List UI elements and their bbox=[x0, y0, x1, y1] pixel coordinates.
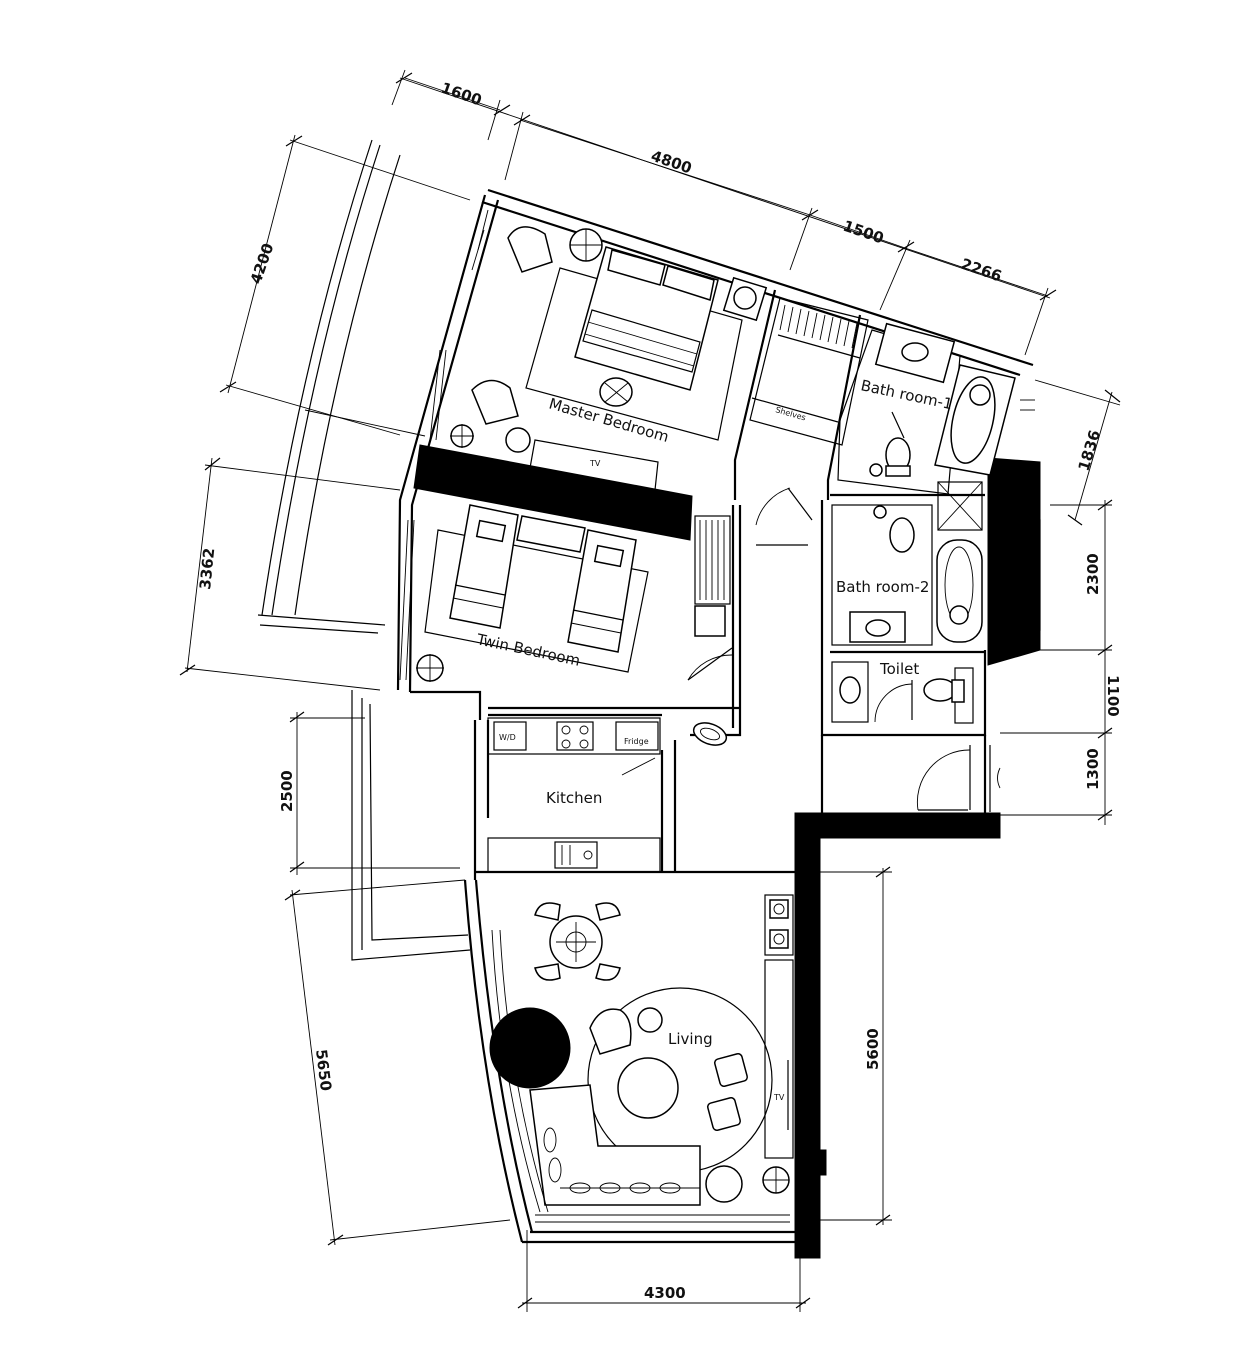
dim-right-1300: 1300 bbox=[1084, 748, 1102, 790]
dim-top-1500: 1500 bbox=[841, 217, 886, 248]
dim-top-1600: 1600 bbox=[439, 79, 484, 110]
kitchen-label: Kitchen bbox=[546, 789, 602, 807]
shelves-label: Shelves bbox=[774, 405, 806, 422]
dim-bottom-4300: 4300 bbox=[644, 1284, 686, 1302]
living-label: Living bbox=[668, 1030, 713, 1048]
living-room: TV Living bbox=[489, 870, 819, 1223]
master-bedroom: TV Master Bedroom Shelves bbox=[429, 209, 869, 491]
bathroom-1: Bath room-1 bbox=[837, 322, 1035, 495]
wd-label: W/D bbox=[499, 733, 516, 742]
living-tv-label: TV bbox=[773, 1093, 785, 1102]
dim-left-2500: 2500 bbox=[278, 770, 296, 812]
dim-left-4200: 4200 bbox=[247, 241, 278, 286]
dim-right-5600: 5600 bbox=[864, 1028, 882, 1070]
fridge-label: Fridge bbox=[624, 737, 649, 746]
toilet-room: Toilet bbox=[831, 660, 974, 724]
twin-bedroom-label: Twin Bedroom bbox=[474, 630, 582, 670]
bathroom-2: Bath room-2 bbox=[755, 481, 983, 646]
dim-top-2266: 2266 bbox=[959, 255, 1004, 286]
master-tv-label: TV bbox=[589, 459, 601, 468]
dim-right-2300: 2300 bbox=[1084, 553, 1102, 595]
kitchen: W/D Fridge Kitchen bbox=[487, 717, 728, 873]
dim-left-3362: 3362 bbox=[196, 547, 218, 590]
balcony-outline bbox=[257, 139, 471, 961]
dimension-lines bbox=[179, 69, 1121, 1312]
dim-top-4800: 4800 bbox=[649, 147, 694, 178]
toilet-label: Toilet bbox=[879, 660, 919, 678]
entry-doors bbox=[916, 519, 1041, 812]
solid-walls bbox=[413, 444, 1041, 1259]
dim-right-1836: 1836 bbox=[1075, 428, 1104, 473]
dim-right-1100: 1100 bbox=[1104, 675, 1122, 717]
dim-left-5650: 5650 bbox=[312, 1048, 335, 1092]
bathroom-2-label: Bath room-2 bbox=[836, 578, 929, 596]
